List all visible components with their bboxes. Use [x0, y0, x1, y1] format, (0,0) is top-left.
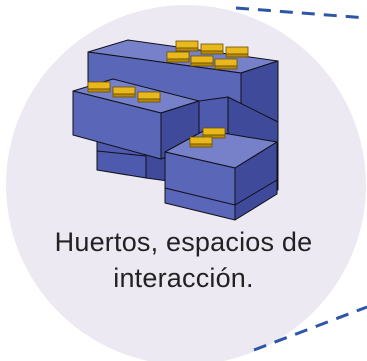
- dashed-connector-top: [235, 6, 367, 20]
- planter-top-5: [190, 55, 214, 67]
- planter-front-1: [202, 127, 226, 139]
- planters: [87, 40, 249, 148]
- planter-mid-3: [137, 91, 161, 103]
- dashed-connector-bottom: [253, 305, 367, 352]
- planter-top-1: [175, 40, 199, 52]
- stacked-blocks-illustration: [72, 39, 279, 221]
- planter-top-4: [166, 51, 190, 63]
- planter-mid-2: [112, 86, 136, 98]
- planter-top-3: [225, 46, 249, 58]
- caption-line-1: Huertos, espacios de: [54, 227, 313, 257]
- planter-front-2: [189, 136, 213, 148]
- caption-line-2: interacción.: [113, 263, 254, 293]
- planter-top-2: [200, 43, 224, 55]
- planter-top-6: [214, 58, 238, 70]
- planter-mid-1: [87, 81, 111, 93]
